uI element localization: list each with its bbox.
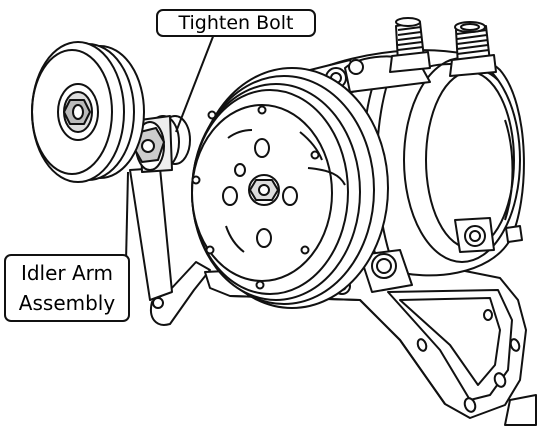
port-fittings — [389, 17, 497, 77]
clutch-pulley — [191, 67, 389, 309]
tighten-bolt-label: Tighten Bolt — [178, 12, 294, 34]
tighten-bolt-callout: Tighten Bolt — [156, 9, 316, 37]
mounting-bracket — [150, 261, 537, 426]
tighten-bolt-leader — [175, 33, 215, 133]
idler-arm-assembly — [31, 41, 191, 301]
idler-arm-label-line1: Idler Arm — [20, 261, 114, 285]
idler-arm-leader — [125, 171, 129, 263]
idler-arm-label-line2: Assembly — [18, 291, 116, 315]
idler-arm-assembly-callout: Idler Arm Assembly — [4, 254, 130, 322]
